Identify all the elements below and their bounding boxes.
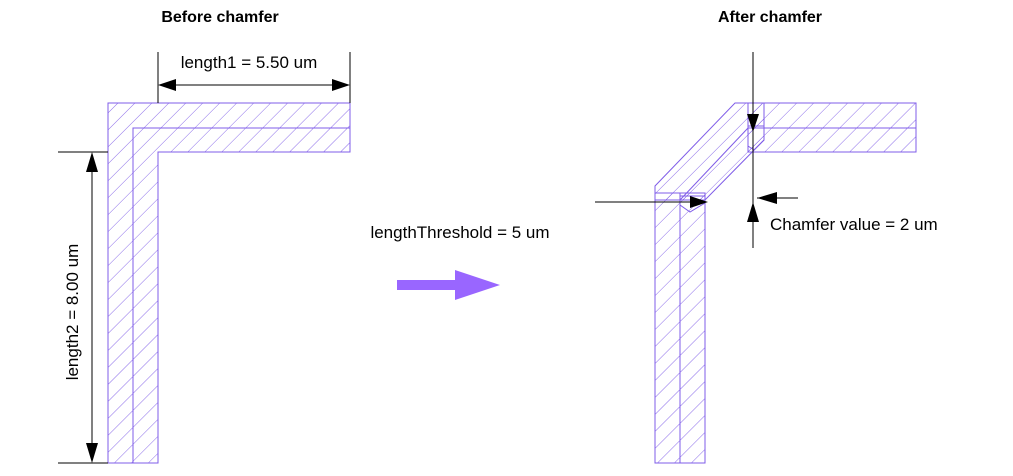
lower-chamfer-corner: [679, 195, 706, 213]
chamfer-arrow-right: [757, 192, 777, 204]
dimension-chamfer: Chamfer value = 2 um: [595, 52, 938, 248]
chamfer-arrow-bottom: [747, 202, 759, 222]
length2-arrow-top: [86, 152, 98, 172]
title-after: After chamfer: [718, 9, 822, 26]
length2-arrow-bottom: [86, 443, 98, 463]
upper-chamfer-corner: [747, 125, 765, 151]
length2-label: length2 = 8.00 um: [63, 244, 82, 381]
length1-arrow-left: [158, 79, 176, 91]
chamfer-label: Chamfer value = 2 um: [770, 215, 938, 234]
wire-after-diagonal: [654, 102, 765, 201]
transform-arrow-icon: [397, 270, 500, 300]
dimension-length2: length2 = 8.00 um: [58, 151, 108, 464]
title-before: Before chamfer: [161, 9, 278, 26]
wire-before-centerline: [132, 127, 350, 463]
wire-before-shape: [107, 102, 351, 464]
length1-arrow-right: [332, 79, 350, 91]
wire-before: [107, 102, 351, 464]
threshold-label: lengthThreshold = 5 um: [370, 223, 549, 242]
chamfer-arrow-top: [747, 114, 759, 132]
wire-after-diagonal-centerline: [679, 127, 749, 201]
length1-label: length1 = 5.50 um: [181, 53, 318, 72]
chamfer-arrow-left: [690, 196, 708, 208]
wire-after: [654, 102, 917, 464]
dimension-length1: length1 = 5.50 um: [157, 52, 351, 103]
